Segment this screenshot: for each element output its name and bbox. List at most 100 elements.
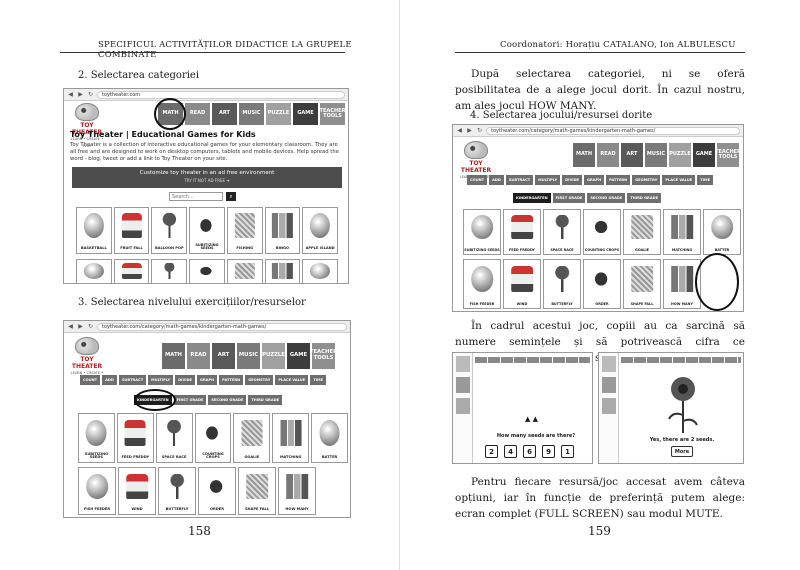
subcat-pattern[interactable]: PATTERN [606,175,631,185]
search-icon[interactable]: ⌕ [226,192,236,201]
game-tile-batter[interactable]: BATTER [703,209,741,255]
game-tile-subitizing-seeds[interactable]: SUBITIZING SEEDS [78,413,115,463]
game-tile-butterfly[interactable]: BUTTERFLY [158,467,196,515]
subcat-multiply[interactable]: MULTIPLY [535,175,561,185]
subcat-place-value[interactable]: PLACE VALUE [275,375,309,385]
nav-game[interactable]: GAME [287,343,310,369]
game-tile-fruit-fall[interactable]: FRUIT FALL [113,207,150,254]
subcat-pattern[interactable]: PATTERN [219,375,244,385]
nav-math[interactable]: MATH [162,343,185,369]
nav-puzzle[interactable]: PUZZLE [669,143,691,167]
grade-third-grade[interactable]: THIRD GRADE [627,193,662,203]
reload-icon[interactable]: ↻ [87,91,94,98]
ad-free-banner[interactable]: Customize toy theater in an ad free envi… [72,167,342,188]
grade-second-grade[interactable]: SECOND GRADE [208,395,247,405]
game-tile-order[interactable]: ORDER [583,259,621,309]
nav-music[interactable]: MUSIC [237,343,260,369]
game-tile-counting-crops[interactable]: COUNTING CROPS [194,413,232,463]
sidebar-thumb[interactable] [455,356,470,372]
address-bar[interactable]: toytheater.com [97,90,345,99]
subcat-graph[interactable]: GRAPH [584,175,605,185]
game-tile-item-3[interactable] [189,259,225,283]
game-tile-subitizing-seeds[interactable]: SUBITIZING SEEDS [189,207,225,254]
subcat-multiply[interactable]: MULTIPLY [148,375,174,385]
subcat-count[interactable]: COUNT [80,375,101,385]
game-tile-shape-fall[interactable]: SHAPE FALL [238,467,276,515]
grade-third-grade[interactable]: THIRD GRADE [248,395,283,405]
game-tile-space-race[interactable]: SPACE RACE [543,209,581,255]
game-tile-order[interactable]: ORDER [198,467,236,515]
nav-music[interactable]: MUSIC [645,143,667,167]
choice-button-9[interactable]: 9 [542,445,555,458]
sidebar-thumb[interactable] [455,377,470,393]
game-tile-item-6[interactable] [302,259,338,283]
grade-first-grade[interactable]: FIRST GRADE [552,193,586,203]
game-tile-basketball[interactable]: BASKETBALL [76,207,112,254]
subcat-graph[interactable]: GRAPH [197,375,218,385]
site-logo[interactable]: TOY THEATER LEARN • CREATE • PLAY [70,103,104,150]
game-tile-wind[interactable]: WIND [118,467,156,515]
game-tile-item-4[interactable] [226,259,263,283]
subcat-divide[interactable]: DIVIDE [175,375,196,385]
subcat-geometry[interactable]: GEOMETRY [245,375,274,385]
game-tile-feed-freddy[interactable]: FEED FREDDY [503,209,541,255]
back-icon[interactable]: ◀ [68,91,73,98]
game-tile-matching[interactable]: MATCHING [663,209,701,255]
forward-icon[interactable]: ▶ [78,323,83,330]
address-bar[interactable]: toytheater.com/category/math-games/kinde… [486,126,740,135]
subcat-geometry[interactable]: GEOMETRY [632,175,661,185]
game-tile-shape-fall[interactable]: SHAPE FALL [623,259,661,309]
game-tile-item-2[interactable] [151,259,188,283]
subcat-add[interactable]: ADD [489,175,504,185]
nav-puzzle[interactable]: PUZZLE [262,343,285,369]
nav-music[interactable]: MUSIC [239,103,264,125]
game-tile-item-5[interactable] [264,259,301,283]
game-tile-item-1[interactable] [113,259,150,283]
game-toolbar[interactable] [475,357,590,363]
nav-teacher-tools[interactable]: TEACHER TOOLS [320,103,345,125]
sidebar-thumb[interactable] [455,398,470,414]
choice-button-4[interactable]: 4 [504,445,517,458]
sidebar-thumb[interactable] [601,398,616,414]
nav-read[interactable]: READ [185,103,210,125]
game-tile-subitizing-seeds[interactable]: SUBITIZING SEEDS [463,209,501,255]
grade-kindergarten[interactable]: KINDERGARTEN [134,395,172,405]
game-tile-wind[interactable]: WIND [503,259,541,309]
grade-first-grade[interactable]: FIRST GRADE [173,395,207,405]
nav-teacher-tools[interactable]: TEACHER TOOLS [310,343,337,369]
grade-second-grade[interactable]: SECOND GRADE [587,193,626,203]
sidebar-thumb[interactable] [601,356,616,372]
game-tile-fish-feeder[interactable]: FISH FEEDER [463,259,501,309]
subcat-place-value[interactable]: PLACE VALUE [662,175,696,185]
nav-puzzle[interactable]: PUZZLE [266,103,291,125]
nav-math[interactable]: MATH [158,103,183,125]
nav-art[interactable]: ART [212,103,237,125]
game-tile-butterfly[interactable]: BUTTERFLY [543,259,581,309]
game-toolbar[interactable] [621,357,741,363]
nav-game[interactable]: GAME [293,103,318,125]
subcat-subtract[interactable]: SUBTRACT [118,375,147,385]
game-tile-matching[interactable]: MATCHING [272,413,310,463]
back-icon[interactable]: ◀ [68,323,73,330]
address-bar[interactable]: toytheater.com/category/math-games/kinde… [97,322,347,331]
game-tile-feed-freddy[interactable]: FEED FREDDY [116,413,154,463]
more-button[interactable]: More [671,446,693,457]
nav-read[interactable]: READ [187,343,210,369]
subcat-add[interactable]: ADD [102,375,117,385]
choice-button-2[interactable]: 2 [485,445,498,458]
game-tile-apple-island[interactable]: APPLE ISLAND [302,207,338,254]
game-tile-space-race[interactable]: SPACE RACE [155,413,193,463]
nav-game[interactable]: GAME [693,143,715,167]
subcat-count[interactable]: COUNT [467,175,488,185]
game-tile-fishing[interactable]: FISHING [226,207,263,254]
site-logo[interactable]: TOY THEATER LEARN • CREATE • PLAY [459,141,493,188]
game-tile-how-many[interactable]: HOW MANY [663,259,701,309]
grade-kindergarten[interactable]: KINDERGARTEN [513,193,551,203]
choice-button-1[interactable]: 1 [561,445,574,458]
subcat-time[interactable]: TIME [697,175,714,185]
nav-art[interactable]: ART [621,143,643,167]
nav-read[interactable]: READ [597,143,619,167]
game-tile-balloon-pop[interactable]: BALLOON POP [151,207,188,254]
choice-button-6[interactable]: 6 [523,445,536,458]
game-tile-goalie[interactable]: GOALIE [623,209,661,255]
